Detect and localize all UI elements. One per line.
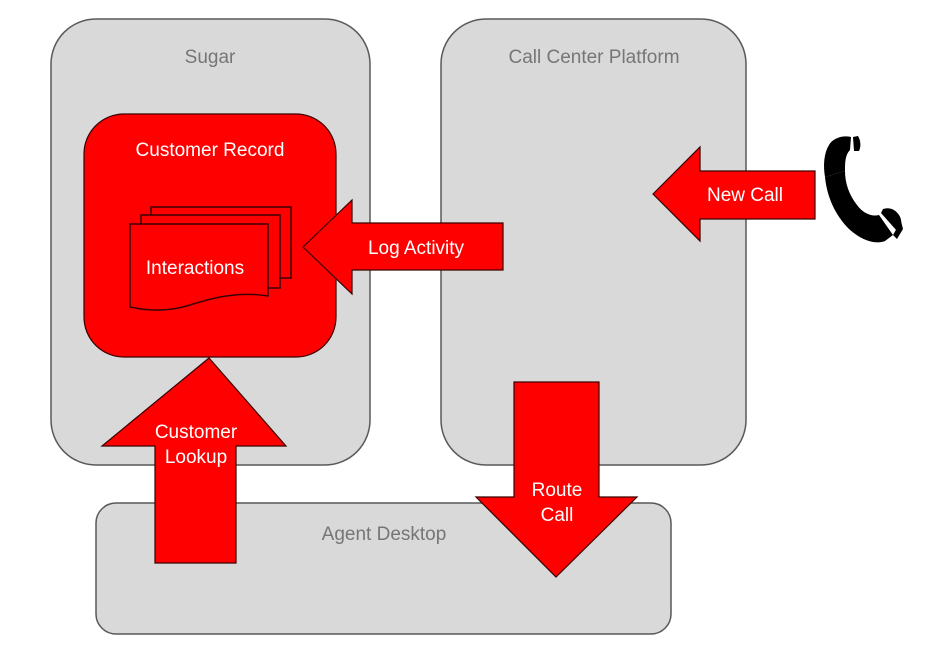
- route-call-arrow: Route Call: [474, 381, 639, 578]
- agent-desktop-label: Agent Desktop: [322, 524, 447, 545]
- customer-lookup-label-line1: Customer: [155, 422, 238, 443]
- new-call-label: New Call: [707, 185, 783, 206]
- call-center-label: Call Center Platform: [508, 47, 679, 68]
- log-activity-arrow-shape: [302, 198, 504, 296]
- route-call-label-line1: Route: [532, 480, 583, 501]
- document-front: [129, 223, 269, 311]
- interactions-document-stack: Interactions: [129, 206, 292, 311]
- new-call-arrow-shape: [652, 145, 816, 243]
- interactions-label: Interactions: [146, 258, 244, 279]
- call-center-container: Call Center Platform: [440, 18, 747, 466]
- route-call-label-line2: Call: [541, 505, 574, 526]
- log-activity-arrow: Log Activity: [302, 198, 504, 296]
- customer-record: Customer Record Interactions: [83, 113, 337, 358]
- telephone-handset-icon: [824, 136, 903, 243]
- route-call-arrow-shape: [474, 381, 639, 578]
- customer-lookup-label-line2: Lookup: [165, 447, 227, 468]
- customer-record-label: Customer Record: [136, 140, 285, 161]
- sugar-label: Sugar: [185, 47, 236, 68]
- customer-lookup-arrow: Customer Lookup: [100, 357, 288, 564]
- new-call-arrow: New Call: [652, 145, 816, 243]
- log-activity-label: Log Activity: [368, 238, 465, 259]
- customer-lookup-arrow-shape: [100, 357, 288, 564]
